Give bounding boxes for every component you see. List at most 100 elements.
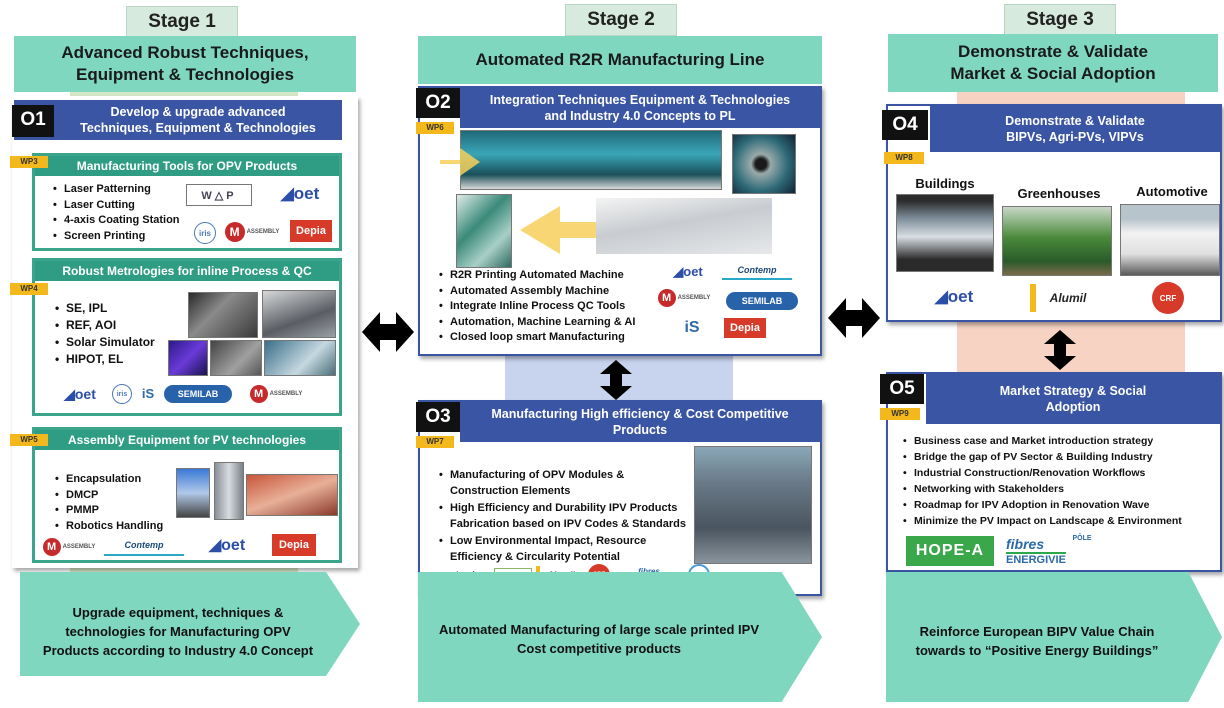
wp6-badge: WP6 — [416, 122, 454, 134]
list-item: Manufacturing of OPV Modules & Construct… — [439, 468, 696, 499]
list-item: R2R Printing Automated Machine — [439, 268, 664, 284]
depia-logo: Depia — [272, 534, 316, 556]
is-logo: iS — [684, 319, 700, 336]
wp4-list: SE, IPL REF, AOI Solar Simulator HIPOT, … — [50, 300, 190, 368]
list-item: REF, AOI — [55, 317, 190, 334]
outcome-text-1: Upgrade equipment, techniques & technolo… — [42, 604, 314, 658]
assembly-mark-icon: M — [42, 538, 61, 556]
assembly-mark-icon: M — [249, 385, 268, 403]
assembly-logo: M ASSEMBLY — [246, 383, 306, 405]
o5-list: Business case and Market introduction st… — [898, 433, 1220, 529]
contempl-logo: Contemp — [104, 536, 184, 556]
vertical-double-arrow-icon — [600, 360, 632, 400]
stage3-title: Demonstrate & Validate Market & Social A… — [888, 34, 1218, 92]
hopea-logo: HOPE-A — [906, 536, 994, 566]
o5-code: O5 — [880, 374, 924, 404]
wp3-badge: WP3 — [10, 156, 48, 168]
semilab-logo-text: SEMILAB — [741, 296, 783, 306]
assembly-logo-text: ASSEMBLY — [677, 295, 711, 301]
o3-code: O3 — [416, 402, 460, 432]
assembly-photo-3 — [246, 474, 338, 516]
wp7-badge: WP7 — [416, 436, 454, 448]
oet-logo: ◢oet — [673, 264, 703, 279]
outcome-text-3: Reinforce European BIPV Value Chain towa… — [915, 624, 1159, 658]
list-item: Robotics Handling — [55, 519, 180, 535]
opv-module-photo — [694, 446, 812, 564]
outcome-arrow-3 — [886, 572, 1222, 702]
list-item: Automation, Machine Learning & AI — [439, 315, 664, 331]
wp5-badge: WP5 — [10, 434, 48, 446]
list-item: HIPOT, EL — [55, 351, 190, 368]
crf-logo: CRF — [1152, 282, 1184, 314]
wp3-title: Manufacturing Tools for OPV Products — [35, 156, 339, 176]
metrology-photo-3 — [168, 340, 208, 376]
o4-title: Demonstrate & Validate BIPVs, Agri-PVs, … — [930, 106, 1220, 152]
iris-logo: iris — [112, 384, 132, 404]
outcome-arrow-1 — [20, 572, 360, 676]
assembly-logo-text: ASSEMBLY — [269, 391, 303, 397]
list-item: Laser Patterning — [53, 182, 208, 198]
automotive-label: Automotive — [1136, 184, 1208, 199]
alumil-logo: Alumil — [1030, 284, 1100, 312]
assembly-photo-1 — [176, 468, 210, 518]
o2-list: R2R Printing Automated Machine Automated… — [434, 268, 664, 346]
list-item: PMMP — [55, 503, 180, 519]
assembly-mark-icon: M — [224, 222, 245, 242]
roller-photo — [732, 134, 796, 194]
o4-code: O4 — [882, 110, 928, 140]
list-item: Solar Simulator — [55, 334, 190, 351]
wp8-badge: WP8 — [884, 152, 924, 164]
production-line-photo — [596, 198, 772, 254]
o5-title: Market Strategy & Social Adoption — [926, 374, 1220, 424]
list-item: Networking with Stakeholders — [903, 481, 1220, 497]
oet-logo: ◢oet — [64, 385, 96, 402]
list-item: Screen Printing — [53, 229, 208, 245]
fibres-logo-text: fibres — [638, 567, 660, 576]
wp4-badge: WP4 — [10, 283, 48, 295]
metrology-photo-2 — [262, 290, 336, 338]
list-item: Industrial Construction/Renovation Workf… — [903, 465, 1220, 481]
double-arrow-icon — [362, 312, 414, 352]
stage3-tab: Stage 3 — [1004, 4, 1116, 36]
assembly-logo-text: ASSEMBLY — [62, 544, 96, 550]
stage1-tab: Stage 1 — [126, 6, 238, 38]
energivie-logo-text: ENERGIVIE — [1006, 552, 1066, 566]
stage2-title: Automated R2R Manufacturing Line — [418, 36, 822, 84]
list-item: Encapsulation — [55, 472, 180, 488]
assembly-photo-2 — [214, 462, 244, 520]
assembly-logo-text: ASSEMBLY — [246, 229, 280, 235]
semilab-logo: SEMILAB — [726, 292, 798, 310]
depia-logo: Depia — [290, 220, 332, 242]
list-item: Roadmap for IPV Adoption in Renovation W… — [903, 497, 1220, 513]
list-item: 4-axis Coating Station — [53, 213, 208, 229]
assembly-mark-icon: M — [657, 289, 676, 307]
o1-title: Develop & upgrade advanced Techniques, E… — [14, 100, 342, 140]
list-item: Low Environmental Impact, Resource Effic… — [439, 534, 696, 565]
semilab-logo-text: SEMILAB — [177, 389, 219, 399]
list-item: Minimize the PV Impact on Landscape & En… — [903, 513, 1220, 529]
assembly-logo: M ASSEMBLY — [654, 288, 714, 308]
list-item: SE, IPL — [55, 300, 190, 317]
wp5-title: Assembly Equipment for PV technologies — [35, 430, 339, 450]
o3-list: Manufacturing of OPV Modules & Construct… — [434, 468, 696, 565]
semilab-logo: SEMILAB — [164, 385, 232, 403]
fibres-energivie-logo: fibres ENERGIVIE — [1006, 534, 1094, 568]
o2-code: O2 — [416, 88, 460, 118]
stage2-tab: Stage 2 — [565, 4, 677, 36]
stage1-title: Advanced Robust Techniques, Equipment & … — [14, 36, 356, 92]
oet-logo: ◢oet — [280, 184, 320, 203]
wp4-title: Robust Metrologies for inline Process & … — [35, 261, 339, 281]
is-logo: iS — [141, 385, 155, 401]
outcome-text-2: Automated Manufacturing of large scale p… — [439, 622, 759, 656]
o1-code: O1 — [12, 105, 54, 137]
outcome-arrow-2 — [418, 572, 822, 702]
r2r-machine-photo — [460, 130, 722, 190]
vertical-double-arrow-icon — [1044, 330, 1076, 370]
greenhouses-label: Greenhouses — [1017, 186, 1101, 201]
list-item: High Efficiency and Durability IPV Produ… — [439, 501, 696, 532]
contempl-logo: Contemp — [722, 262, 792, 280]
list-item: Closed loop smart Manufacturing — [439, 330, 664, 346]
buildings-photo — [896, 194, 994, 272]
oet-logo: ◢oet — [208, 537, 246, 554]
wp5-list: Encapsulation DMCP PMMP Robotics Handlin… — [50, 472, 180, 534]
